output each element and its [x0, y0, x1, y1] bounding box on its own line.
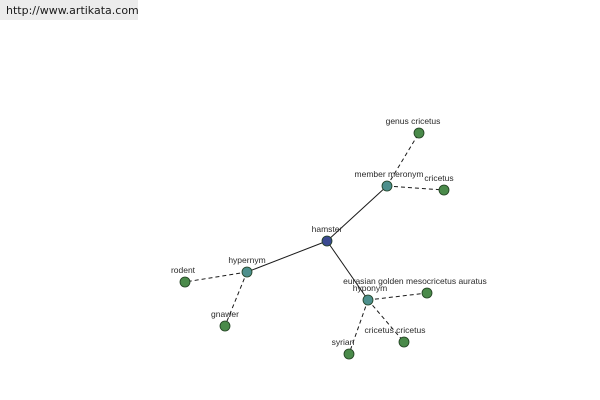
label-eurasian: eurasian golden mesocricetus auratus: [343, 276, 487, 286]
node-hypernym[interactable]: [241, 266, 253, 278]
edge-member_meronym-cricetus: [386, 185, 445, 191]
edge-hyponym-syrian: [348, 299, 369, 355]
edge-hypernym-rodent: [184, 271, 248, 283]
label-member_meronym: member meronym: [355, 169, 424, 179]
edge-hyponym-cricetus_cricetus: [367, 299, 405, 343]
edge-hypernym-gnawer: [224, 271, 248, 327]
label-cricetus_cricetus: cricetus cricetus: [365, 325, 426, 335]
node-cricetus[interactable]: [438, 184, 450, 196]
graph-labels: hamster member meronym hypernym hyponym genu…: [171, 116, 487, 347]
edge-hamster-member_meronym: [326, 185, 388, 242]
label-genus_cricetus: genus cricetus: [386, 116, 441, 126]
url-banner: http://www.artikata.com: [0, 0, 139, 20]
label-hyponym: hyponym: [353, 283, 388, 293]
node-eurasian[interactable]: [421, 287, 433, 299]
label-rodent: rodent: [171, 265, 196, 275]
node-gnawer[interactable]: [219, 320, 231, 332]
label-hamster: hamster: [312, 224, 343, 234]
label-syrian: syrian: [332, 337, 355, 347]
node-member_meronym[interactable]: [381, 180, 393, 192]
label-hypernym: hypernym: [228, 255, 265, 265]
edge-hamster-hypernym: [246, 240, 328, 273]
node-hamster[interactable]: [321, 235, 333, 247]
edge-hyponym-eurasian: [367, 292, 428, 301]
node-cricetus_cricetus[interactable]: [398, 336, 410, 348]
graph-edges: [184, 132, 445, 355]
node-syrian[interactable]: [343, 348, 355, 360]
node-hyponym[interactable]: [362, 294, 374, 306]
node-genus_cricetus[interactable]: [413, 127, 425, 139]
edge-member_meronym-genus_cricetus: [386, 132, 420, 187]
node-rodent[interactable]: [179, 276, 191, 288]
label-gnawer: gnawer: [211, 309, 239, 319]
graph-nodes: [179, 127, 450, 360]
edge-hamster-hyponym: [326, 240, 369, 301]
site-url[interactable]: http://www.artikata.com: [6, 4, 139, 17]
label-cricetus: cricetus: [424, 173, 453, 183]
